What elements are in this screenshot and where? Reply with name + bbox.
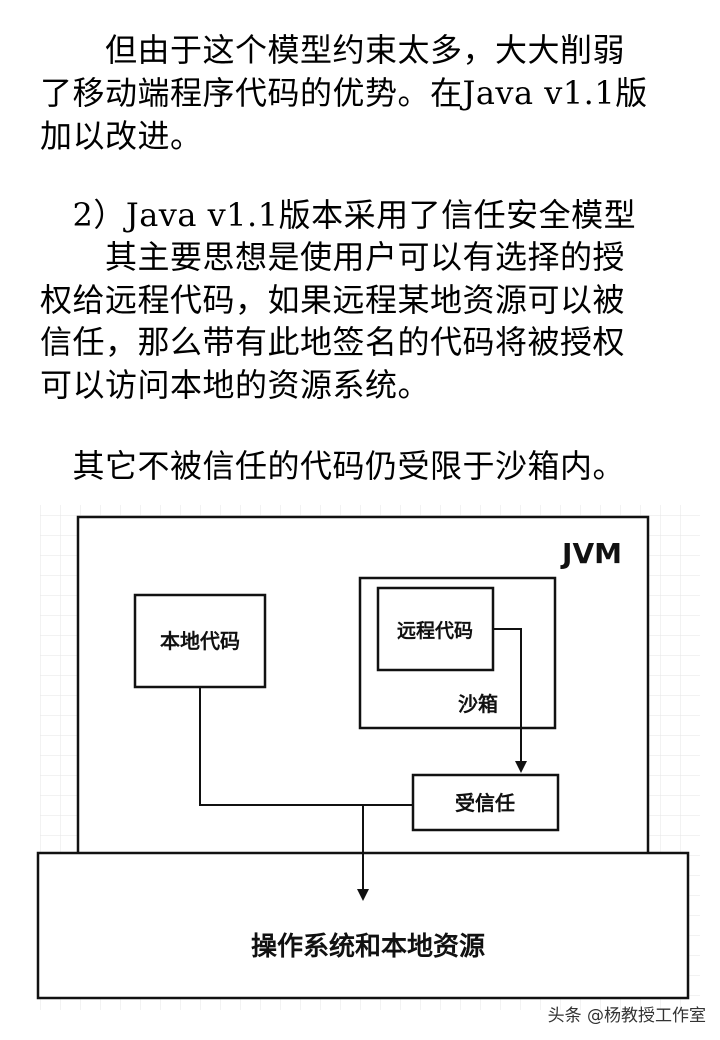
os-resources-label: 操作系统和本地资源 <box>251 931 485 962</box>
remote-code-label: 远程代码 <box>397 620 473 642</box>
text-line-11: 其它不被信任的代码仍受限于沙箱内。 <box>40 447 626 485</box>
text-line-7: 权给远程代码，如果远程某地资源可以被 <box>40 281 626 319</box>
text-line-8: 信任，那么带有此地签名的代码将被授权 <box>40 323 626 361</box>
remote-code-box <box>376 586 495 672</box>
local-code-box <box>133 593 267 689</box>
sandbox-label: 沙箱 <box>458 692 498 716</box>
text-line-2: 了移动端程序代码的优势。在Java v1.1版 <box>40 74 648 112</box>
remote-to-trusted-arrow <box>493 628 527 773</box>
text-line-6: 其主要思想是使用户可以有选择的授 <box>40 238 626 276</box>
trusted-box <box>411 773 560 832</box>
text-line-9: 可以访问本地的资源系统。 <box>40 366 431 404</box>
jvm-security-diagram: JVM 本地代码 沙箱 远程代码 受信任 操作系统和本地资源 <box>0 495 720 1040</box>
local-to-trusted-line <box>199 687 413 806</box>
trusted-label: 受信任 <box>455 791 515 815</box>
local-code-label: 本地代码 <box>160 629 240 653</box>
text-line-5: 2）Java v1.1版本采用了信任安全模型 <box>40 196 637 234</box>
watermark: 头条 @杨教授工作室 <box>547 1006 706 1026</box>
text-line-3: 加以改进。 <box>40 117 203 155</box>
jvm-label: JVM <box>560 537 622 570</box>
text-line-1: 但由于这个模型约束太多，大大削弱 <box>40 31 626 69</box>
